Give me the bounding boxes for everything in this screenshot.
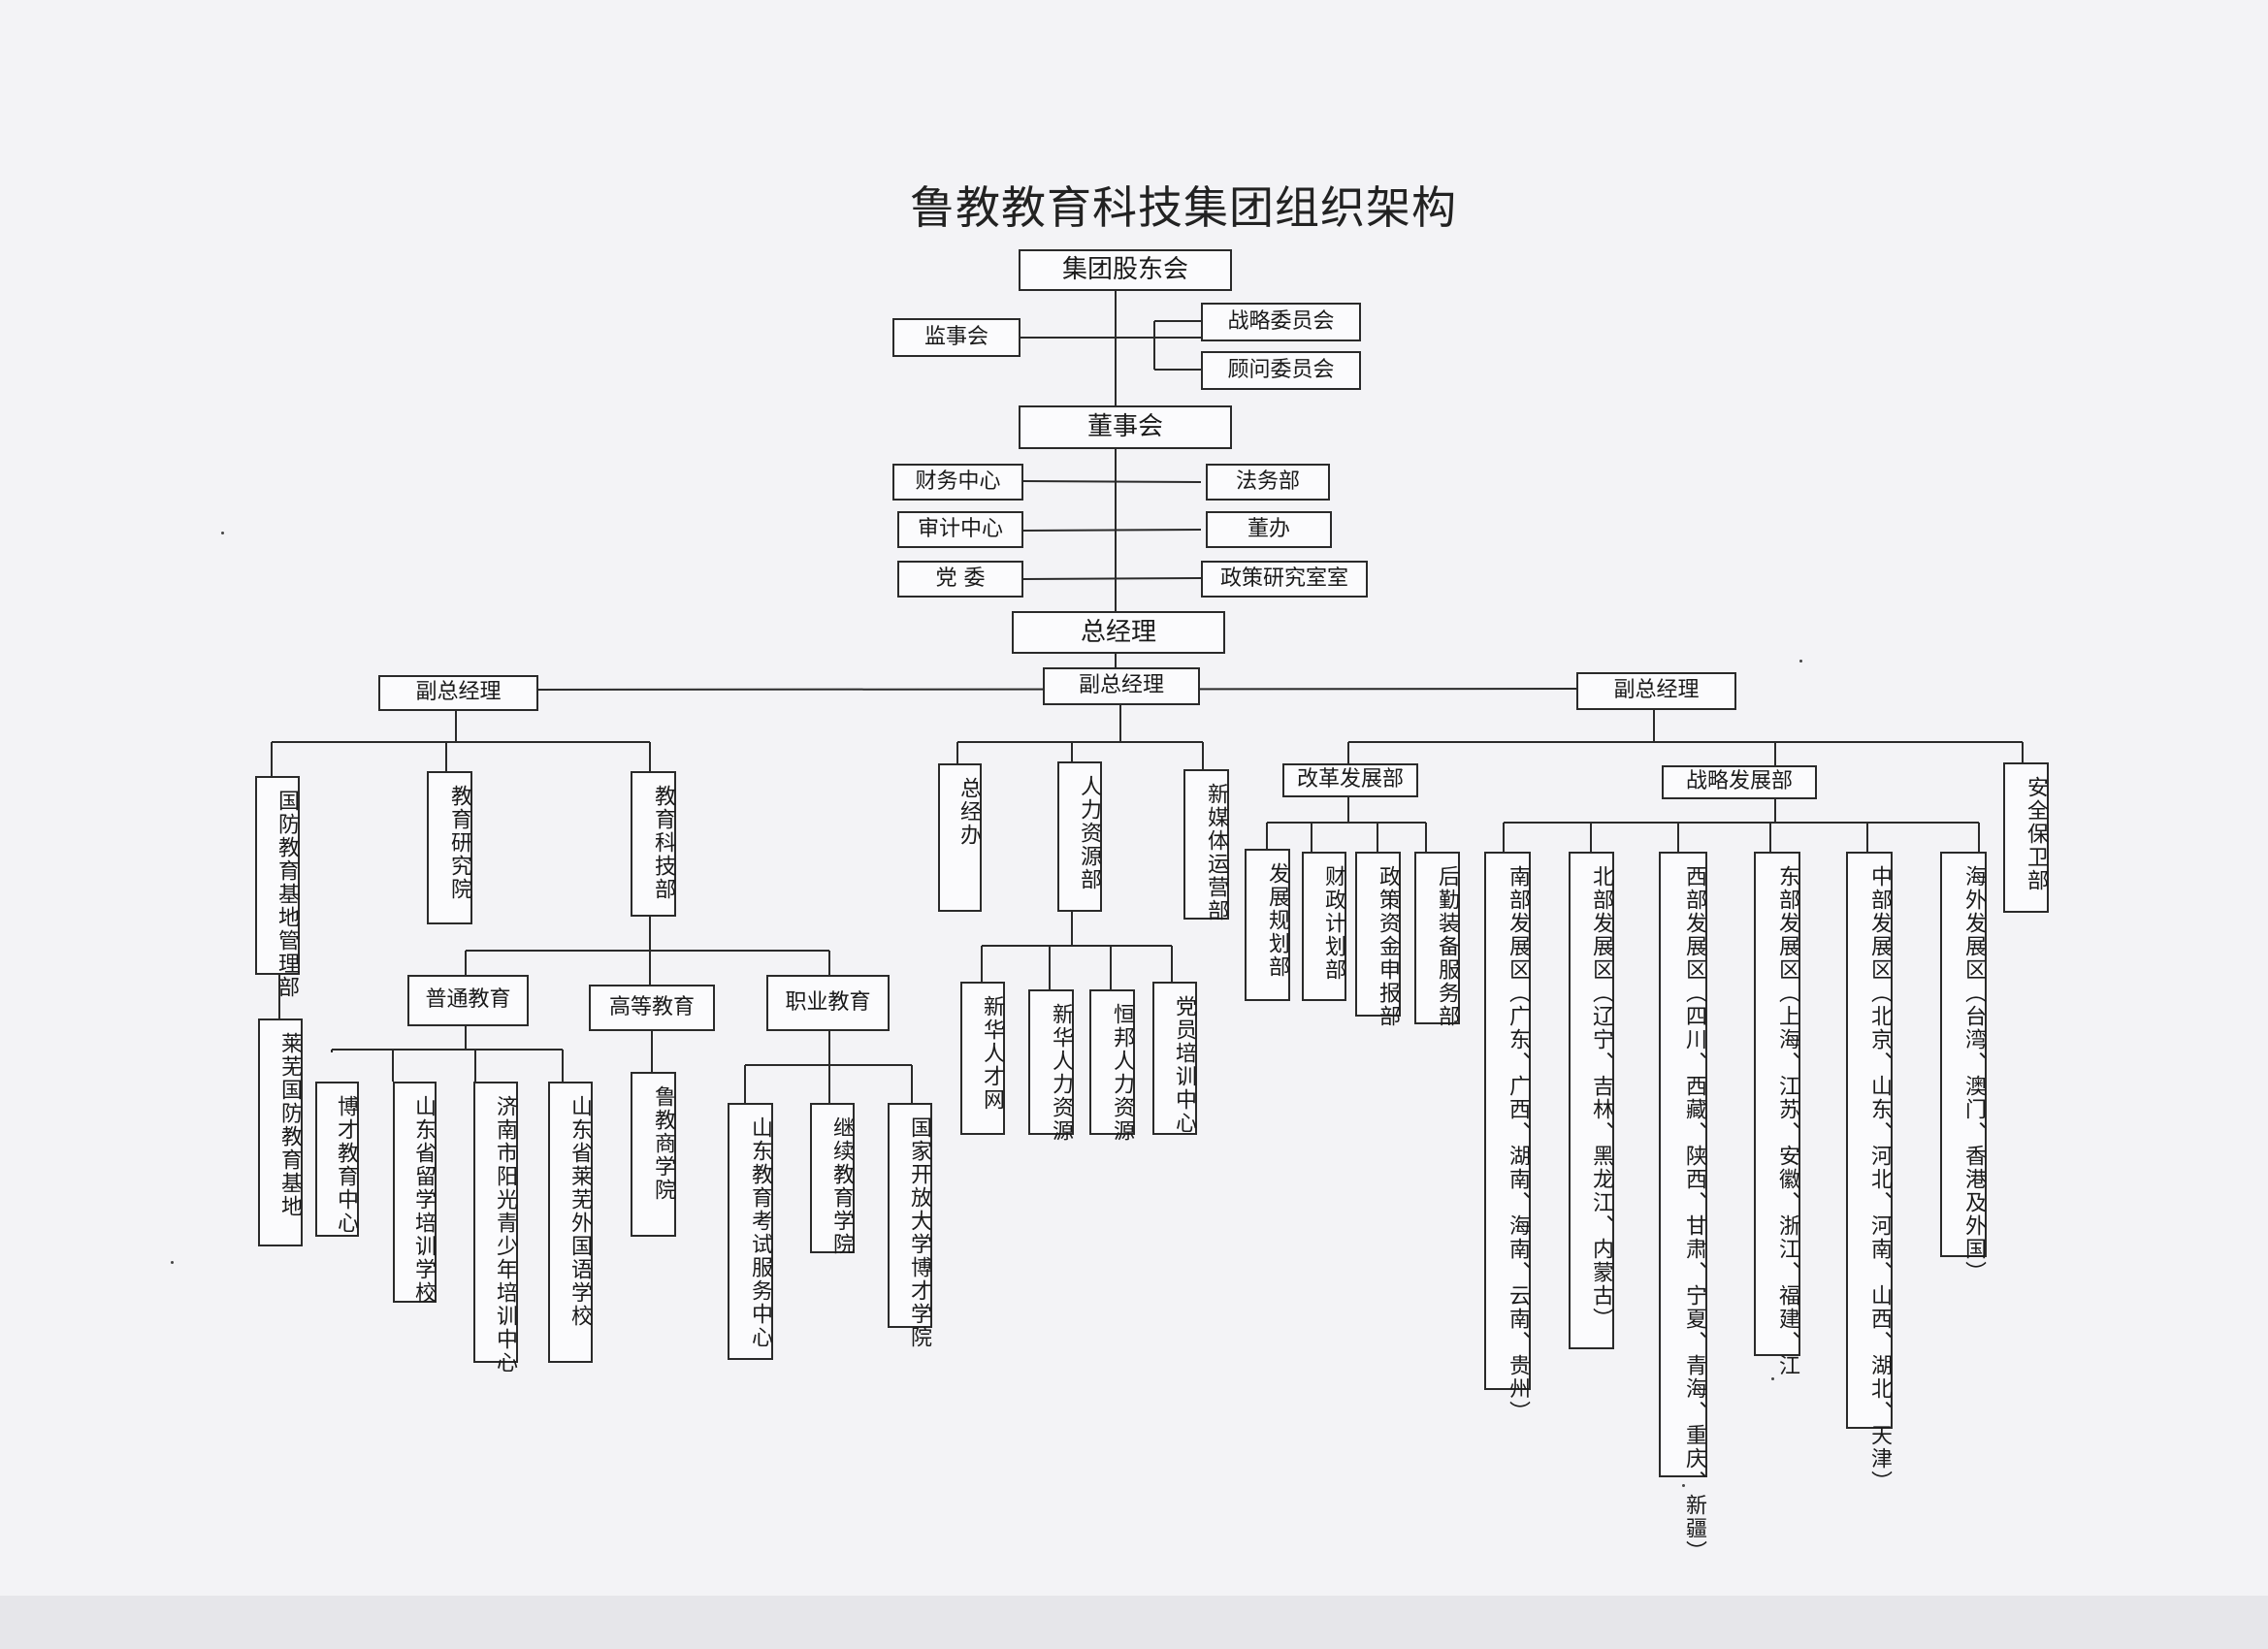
vp-middle-box: 副总经理 — [1043, 667, 1200, 705]
higher-edu-box: 高等教育 — [589, 985, 715, 1031]
strategy-committee-box: 战略委员会 — [1201, 303, 1361, 341]
party-training-box: 党员培训中心 — [1152, 982, 1197, 1135]
audit-center-box: 审计中心 — [897, 511, 1023, 548]
laiwu-base-box: 莱芜国防教育基地 — [258, 1018, 303, 1246]
policy-office-box: 政策研究室室 — [1201, 561, 1368, 598]
scan-speck — [1771, 1377, 1774, 1380]
logistics-box: 后勤装备服务部 — [1414, 852, 1460, 1028]
jinan-youth-box: 济南市阳光青少年培训中心 — [473, 1082, 518, 1374]
hr-dept-box: 人力资源部 — [1057, 761, 1102, 912]
scan-speck — [1682, 1484, 1685, 1487]
advisory-committee-box: 顾问委员会 — [1201, 351, 1361, 390]
chart-title: 鲁教教育科技集团组织架构 — [910, 181, 1457, 234]
new-media-box: 新媒体运营部 — [1183, 769, 1229, 922]
supervisory-box: 监事会 — [892, 318, 1021, 357]
fiscal-planning-box: 财政计划部 — [1302, 852, 1346, 1001]
research-institute-box: 教育研究院 — [427, 771, 472, 924]
east-region-box: 东部发展区（上海、江苏、安徽、浙江、福建、江 — [1754, 852, 1800, 1377]
lujiao-business-box: 鲁教商学院 — [631, 1072, 676, 1237]
vp-right-box: 副总经理 — [1576, 672, 1736, 710]
laiwu-foreign-box: 山东省莱芜外国语学校 — [548, 1082, 593, 1363]
policy-funds-box: 政策资金申报部 — [1355, 852, 1401, 1028]
vp-left-box: 副总经理 — [378, 675, 538, 711]
shareholders-box: 集团股东会 — [1019, 249, 1232, 291]
board-office-box: 董办 — [1206, 511, 1332, 548]
hengbang-hr-box: 恒邦人力资源 — [1089, 989, 1135, 1143]
gm-office-box: 总经办 — [938, 763, 982, 912]
gm-box: 总经理 — [1012, 611, 1225, 654]
central-region-box: 中部发展区（北京、山东、河北、河南、山西、湖北、天津） — [1846, 852, 1893, 1494]
defense-dept-box: 国防教育基地管理部 — [255, 776, 300, 999]
bocai-center-box: 博才教育中心 — [315, 1082, 359, 1237]
scan-speck — [171, 1261, 174, 1264]
study-abroad-school-box: 山东省留学培训学校 — [393, 1082, 437, 1305]
legal-dept-box: 法务部 — [1206, 464, 1330, 501]
overseas-region-box: 海外发展区（台湾、澳门、香港及外国） — [1940, 852, 1987, 1284]
party-committee-box: 党 委 — [897, 561, 1023, 598]
north-region-box: 北部发展区（辽宁、吉林、黑龙江、内蒙古） — [1569, 852, 1614, 1349]
south-region-box: 南部发展区（广东、广西、湖南、海南、云南、贵州） — [1484, 852, 1531, 1424]
security-dept-box: 安全保卫部 — [2003, 762, 2049, 913]
dev-planning-box: 发展规划部 — [1245, 849, 1290, 1001]
general-edu-box: 普通教育 — [407, 975, 529, 1026]
scan-speck — [221, 532, 224, 534]
scan-speck — [1799, 660, 1802, 663]
open-university-box: 国家开放大学博才学院 — [888, 1103, 932, 1349]
xinhua-talent-box: 新华人才网 — [960, 982, 1005, 1135]
xinhua-hr-box: 新华人力资源 — [1028, 989, 1074, 1143]
west-region-box: 西部发展区（四川、西藏、陕西、甘肃、宁夏、青海、重庆、新疆） — [1659, 852, 1707, 1564]
scan-bottom-strip — [0, 1596, 2268, 1649]
exam-service-box: 山东教育考试服务中心 — [728, 1103, 773, 1360]
board-box: 董事会 — [1019, 405, 1232, 449]
finance-center-box: 财务中心 — [892, 464, 1023, 501]
reform-dept-box: 改革发展部 — [1282, 763, 1418, 797]
continuing-edu-box: 继续教育学院 — [810, 1103, 855, 1256]
tech-dept-box: 教育科技部 — [631, 771, 676, 917]
strategy-dept-box: 战略发展部 — [1662, 765, 1817, 799]
vocational-edu-box: 职业教育 — [766, 975, 890, 1031]
